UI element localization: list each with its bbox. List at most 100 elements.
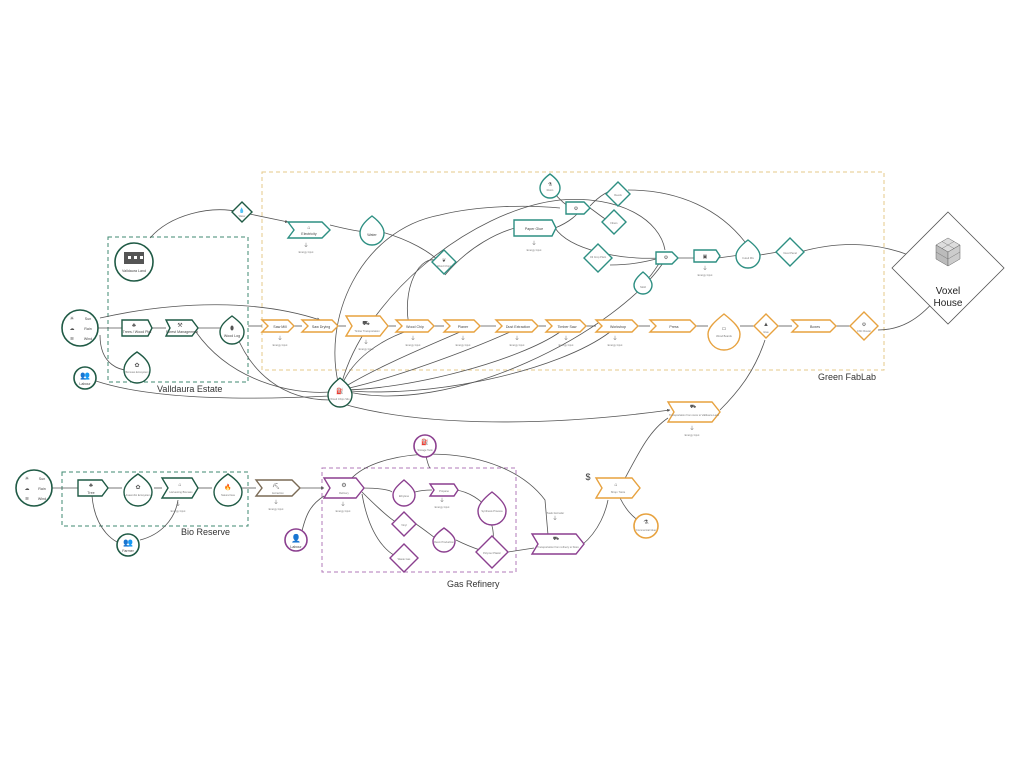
fablab-mix-node[interactable]: ⚙ xyxy=(565,201,591,215)
svg-text:Valldaura Land: Valldaura Land xyxy=(122,269,146,273)
fablab-mold-node[interactable]: Mold xyxy=(633,271,653,295)
gas-refinery-region xyxy=(321,467,517,573)
boards-icon: ▭ xyxy=(722,326,727,332)
valldaura-biomass-node[interactable]: ✿ Biomass Ecosystem xyxy=(123,351,151,384)
fablab-fibers-node[interactable]: Fibers xyxy=(601,209,627,235)
voxel-house-line2: House xyxy=(934,298,963,309)
green-fablab-label: Green FabLab xyxy=(818,372,876,382)
fablab-cnc-router-node[interactable]: ⚙ CNC Router xyxy=(849,311,879,341)
gas-synthesis-node[interactable]: Synthesis Process xyxy=(477,491,507,526)
svg-text:Wood Chips Silo: Wood Chips Silo xyxy=(330,397,350,401)
store-commercial-glue-node[interactable]: ⚗ Commercial Glue xyxy=(633,513,659,539)
valldaura-tree-node[interactable]: ♣ Trees / Wood Plot xyxy=(121,319,153,337)
router-icon: ⚙ xyxy=(862,322,867,328)
gas-flame-icon: 🔥 xyxy=(224,483,231,491)
bio-harvest-node[interactable]: ⌂ Harvesting Biomass xyxy=(160,477,199,499)
gas-ethylene-node[interactable]: Ethylene xyxy=(392,479,416,507)
harvest-icon: ⌂ xyxy=(178,482,181,488)
fablab-wood-chips-node[interactable]: ❦ Wood Chips xyxy=(431,249,457,275)
bio-tree-node[interactable]: ♣ Tree xyxy=(77,479,109,497)
bio-reserve-region xyxy=(61,471,249,527)
bio-farmer-node[interactable]: 👥 Farmer xyxy=(116,533,140,557)
fablab-resin-node[interactable]: ⚗ Resin xyxy=(539,173,561,199)
fablab-press-node[interactable]: Press xyxy=(648,319,697,333)
gas-transport-node[interactable]: ⛟ Transportation from refinery to Store xyxy=(530,533,585,555)
gas-waste-node[interactable]: Waste Gas xyxy=(389,543,419,573)
svg-text:Energy Input: Energy Input xyxy=(359,347,374,351)
gas-propane-node[interactable]: Propane xyxy=(428,483,459,497)
fablab-sawmill-node[interactable]: Saw Mill xyxy=(260,319,295,333)
fablab-water-node[interactable]: Water xyxy=(359,215,385,246)
svg-text:Energy Input: Energy Input xyxy=(559,343,574,347)
fablab-wood-chip-node[interactable]: Wood Chip xyxy=(394,319,435,333)
store-node[interactable]: ⌂ Shop / Store xyxy=(594,477,641,499)
mixer-icon: ⚙ xyxy=(574,206,579,212)
fablab-electricity-node[interactable]: ⌂ Electricity xyxy=(286,221,331,239)
refinery-icon: ⚙ xyxy=(341,482,346,489)
bio-resources-node[interactable]: ☀ ☁ ≋ Sun Rain Wind xyxy=(15,469,53,507)
svg-text:Energy Input: Energy Input xyxy=(510,343,525,347)
fablab-cured-node[interactable]: ▣ xyxy=(693,249,721,263)
fablab-cnc-node[interactable]: ⚙ xyxy=(655,251,679,265)
svg-text:Natural Gas: Natural Gas xyxy=(221,493,236,497)
svg-text:⏚: ⏚ xyxy=(460,335,465,342)
energy-input-1: ⏚ Energy Input xyxy=(299,242,314,254)
svg-text:Paper Glue: Paper Glue xyxy=(525,227,543,231)
svg-text:Reeds: Reeds xyxy=(614,193,622,197)
fablab-paper-glue-node[interactable]: Paper Glue xyxy=(513,219,557,237)
gas-storage-node[interactable]: ⛽ Storage Tank xyxy=(413,434,437,458)
svg-text:Energy Input: Energy Input xyxy=(685,433,700,437)
svg-text:⏚: ⏚ xyxy=(410,335,415,342)
valldaura-land-node[interactable]: Valldaura Land xyxy=(114,242,154,282)
valldaura-labour-node[interactable]: 👥 Labour xyxy=(73,366,97,390)
rain-icon: ☁ xyxy=(70,326,75,332)
fablab-boxes-node[interactable]: Boxes xyxy=(790,319,837,333)
svg-text:Planer: Planer xyxy=(458,325,469,329)
svg-text:Mold: Mold xyxy=(640,285,646,289)
svg-text:Fibers: Fibers xyxy=(610,221,618,225)
fablab-wood-boards-node[interactable]: ▭ Wood Boards xyxy=(707,313,741,351)
flask-icon: ⚗ xyxy=(548,182,553,188)
fablab-voxel-panel-node[interactable]: Voxel Panel xyxy=(775,237,805,267)
valldaura-wood-log-node[interactable]: ⬮ Wood Log xyxy=(219,315,245,345)
svg-text:Energy Input: Energy Input xyxy=(336,509,351,513)
valldaura-region xyxy=(107,236,249,383)
voxel-house-node[interactable]: Voxel House xyxy=(891,211,1005,325)
svg-text:Boxes: Boxes xyxy=(810,325,820,329)
energy-input-2: ⏚ Energy Input xyxy=(527,240,542,252)
fablab-cured-mix-node[interactable]: Cured Mix xyxy=(735,239,761,269)
valldaura-resources-node[interactable]: ☀ ☁ ≋ Sun Rain Wind xyxy=(61,309,99,347)
bio-extraction-node[interactable]: ⛏ Extraction xyxy=(254,479,301,497)
person-icon: 👤 xyxy=(291,533,301,543)
valldaura-water-node[interactable]: 💧 Water xyxy=(231,201,253,223)
water-drop-icon: 💧 xyxy=(239,207,245,214)
svg-text:Wood Boards: Wood Boards xyxy=(716,334,732,338)
tree-icon: ♣ xyxy=(132,323,136,329)
glue-icon: ⚗ xyxy=(643,519,649,526)
svg-text:Timber Transportation: Timber Transportation xyxy=(354,329,380,333)
bio-natural-gas-node[interactable]: 🔥 Natural Gas xyxy=(213,473,243,507)
gas-vinyl-node[interactable]: Vinyl xyxy=(391,511,417,537)
fablab-glue-node[interactable]: ▲ Glue xyxy=(753,313,779,339)
fablab-timber-saw-node[interactable]: Timber Saw xyxy=(544,319,587,333)
fablab-saw-drying-node[interactable]: Saw Drying xyxy=(300,319,339,333)
fablab-reeds-node[interactable]: Reeds xyxy=(605,181,631,207)
gas-labour-node[interactable]: 👤 Labour xyxy=(284,528,308,552)
gas-resin-node[interactable]: Resin Production xyxy=(432,527,456,553)
svg-text:Waste Gas: Waste Gas xyxy=(398,557,411,561)
gas-polymer-node[interactable]: Polymer Plastic xyxy=(475,535,509,569)
fablab-oil-crop-node[interactable]: Oil Crop Plant xyxy=(583,243,613,273)
fablab-planer-node[interactable]: Planer xyxy=(442,319,481,333)
svg-text:⏚: ⏚ xyxy=(175,501,180,508)
valldaura-forest-node[interactable]: ⚒ Forest Management xyxy=(164,319,199,337)
fablab-transport-node[interactable]: ⛟ Timber Transportation xyxy=(344,315,389,337)
fablab-workshop-node[interactable]: Workshop xyxy=(594,319,639,333)
svg-text:Dust Extraction: Dust Extraction xyxy=(506,325,530,329)
store-transport-valldaura-node[interactable]: ⛟ Transportation from store to Valldaura… xyxy=(666,401,721,423)
saw-icon: ⚒ xyxy=(177,322,183,329)
fablab-silo-node[interactable]: ⛽ Wood Chips Silo xyxy=(327,377,353,408)
gas-refinery-node[interactable]: ⚙ Refinery xyxy=(322,477,365,499)
fablab-dust-node[interactable]: Dust Extraction xyxy=(494,319,539,333)
svg-text:Saw Drying: Saw Drying xyxy=(312,325,330,329)
bio-biomass-node[interactable]: ✿ Anaerobic Ecosystem xyxy=(123,473,153,507)
